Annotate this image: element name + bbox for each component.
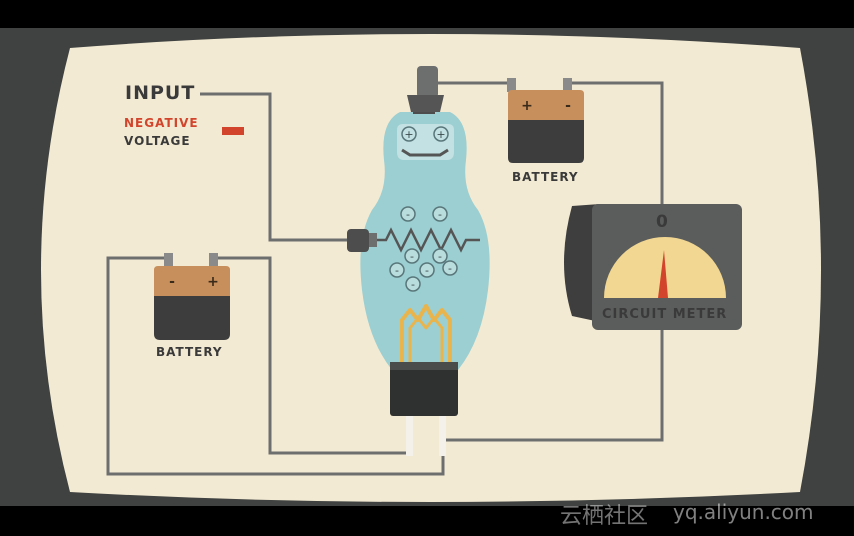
meter-reading: 0 — [656, 212, 668, 232]
battery-left-minus: - — [169, 274, 175, 290]
electron-6: - — [425, 264, 429, 277]
tube-base-rim — [390, 362, 458, 370]
electron-5: - — [395, 264, 399, 277]
plate-charge-1: + — [404, 128, 413, 141]
electron-symbols: - - - - - - - - — [389, 206, 458, 292]
filament — [400, 304, 452, 365]
tube-pin-right — [439, 412, 446, 456]
negative-voltage-indicator — [222, 127, 244, 135]
battery-left-plus: + — [207, 274, 219, 290]
grid-terminal — [347, 229, 369, 252]
tube-plate-edge — [401, 148, 449, 157]
watermark-en: yq.aliyun.com — [673, 500, 814, 524]
tube-pin-left — [406, 412, 413, 456]
tube-base — [390, 362, 458, 416]
electron-3: - — [410, 250, 414, 263]
electron-4: - — [438, 250, 442, 263]
filament-inner — [408, 316, 444, 365]
watermark-cn: 云栖社区 — [560, 504, 649, 529]
battery-right-plus: + — [521, 98, 533, 114]
battery-right: + - — [507, 78, 584, 163]
electron-1: - — [406, 208, 410, 221]
electron-7: - — [448, 262, 452, 275]
tube-top-cap — [417, 66, 438, 98]
input-label: INPUT — [125, 82, 196, 104]
tube-neck — [407, 95, 444, 112]
negative-label: NEGATIVE — [124, 116, 199, 130]
battery-right-minus: - — [565, 98, 571, 114]
control-grid — [376, 227, 480, 253]
meter-label: CIRCUIT METER — [602, 307, 728, 322]
electron-2: - — [438, 208, 442, 221]
battery-right-label: BATTERY — [512, 170, 579, 184]
electron-8: - — [411, 278, 415, 291]
input-wire — [200, 92, 352, 242]
battery-left: - + — [154, 253, 230, 340]
battery-left-label: BATTERY — [156, 345, 223, 359]
circuit-meter — [564, 204, 742, 330]
plate-charge-symbols: + + — [401, 126, 449, 142]
grid-terminal-pin — [369, 233, 377, 247]
plate-charge-2: + — [436, 128, 445, 141]
voltage-label: VOLTAGE — [124, 134, 191, 148]
meter-side — [564, 204, 600, 322]
meter-needle — [658, 250, 668, 298]
